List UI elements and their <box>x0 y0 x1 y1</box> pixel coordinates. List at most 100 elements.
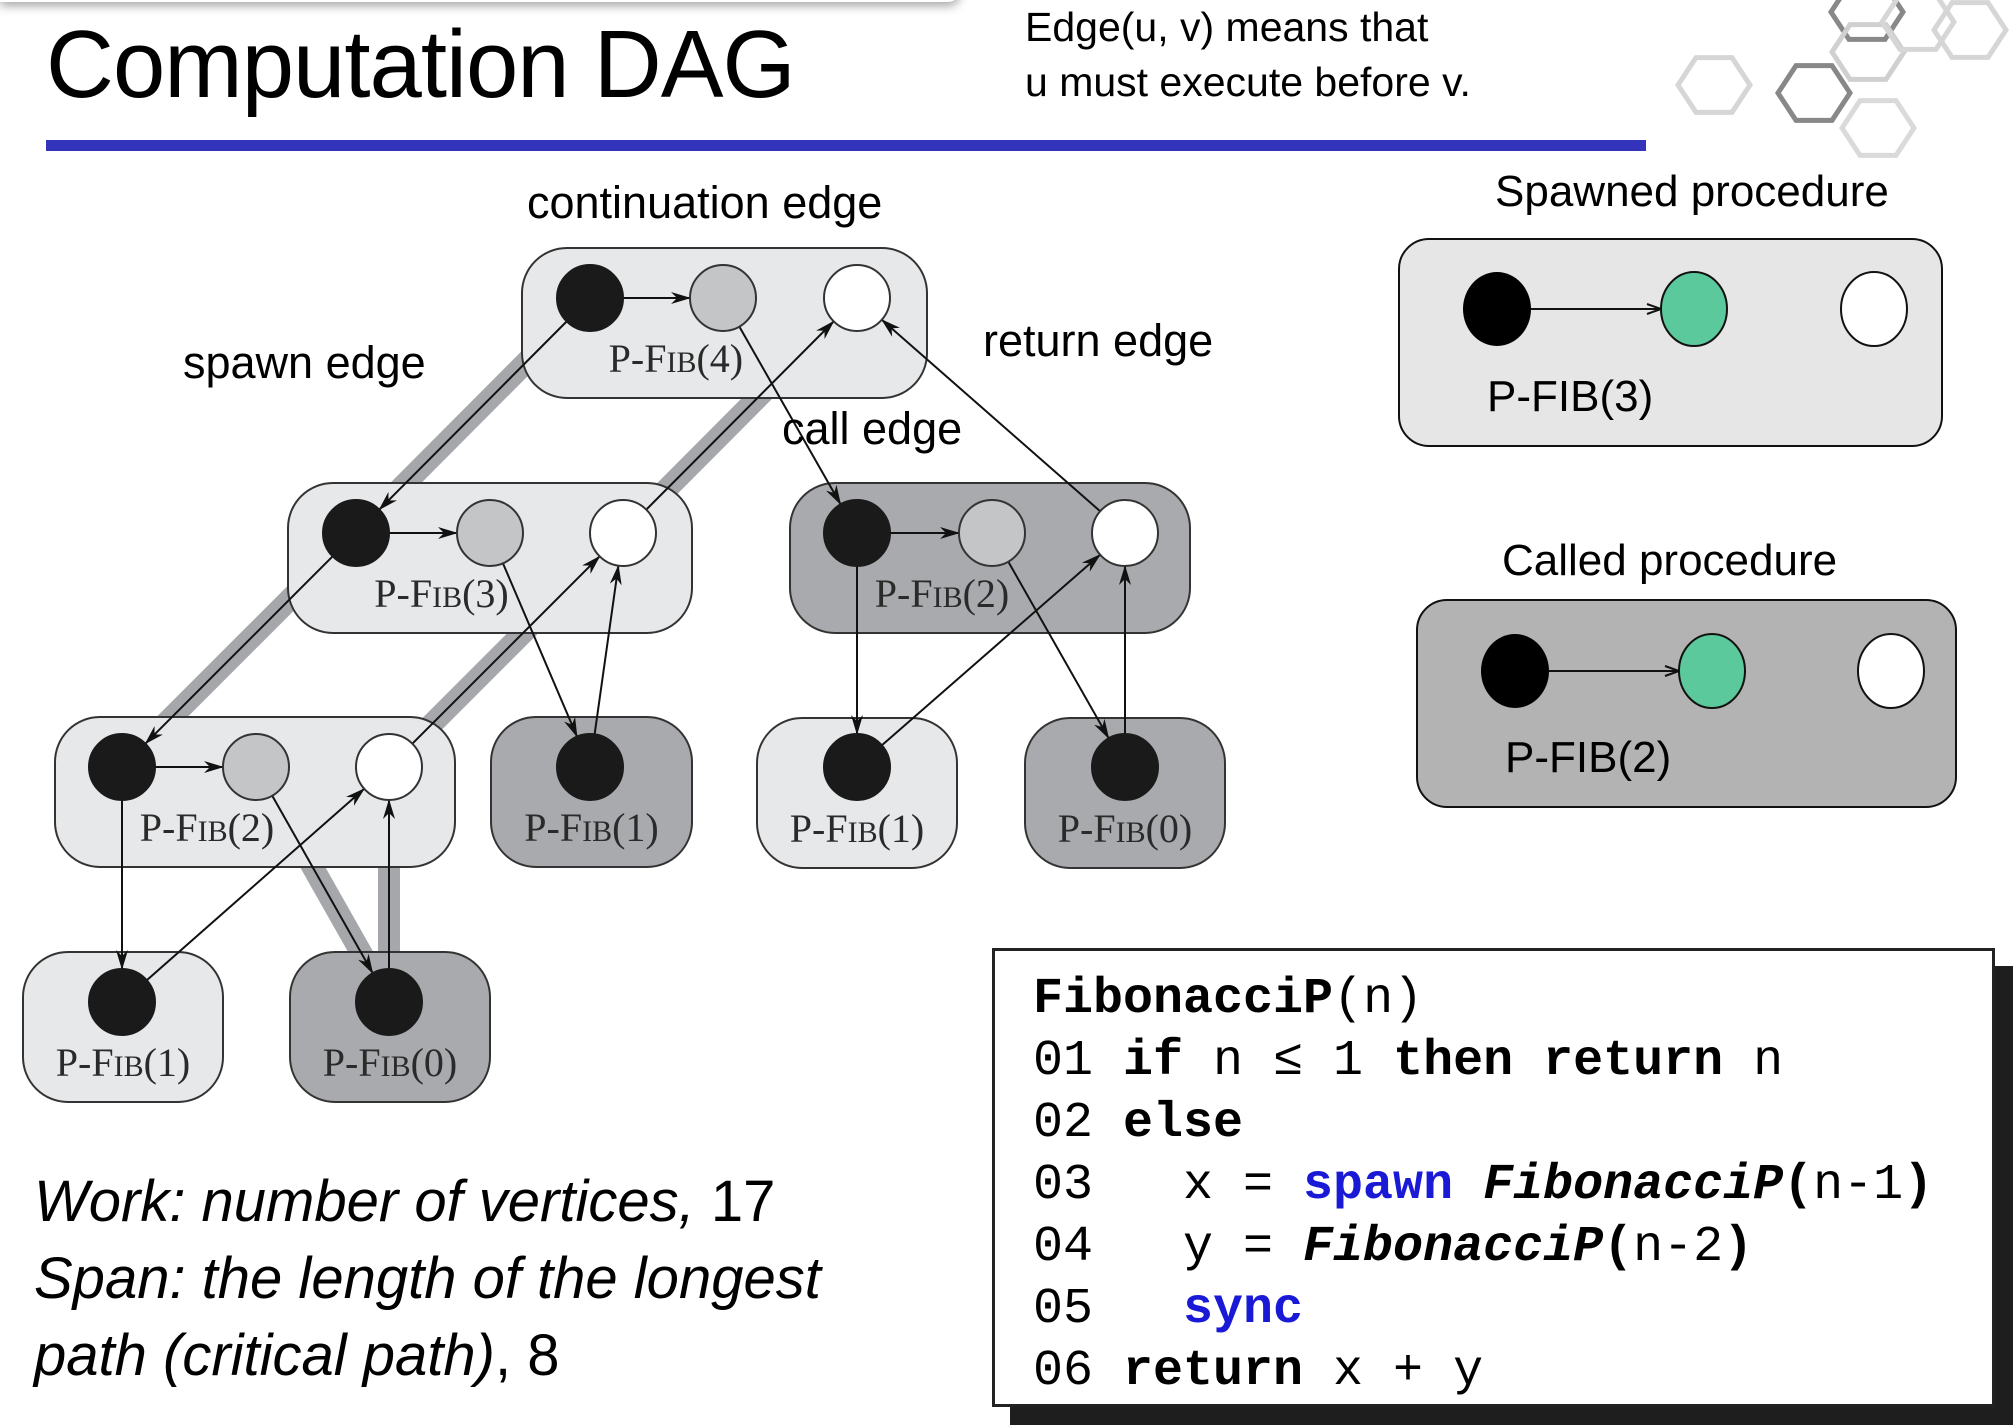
strand-p2r-1 <box>958 499 1026 567</box>
code-kw-blue: spawn <box>1303 1157 1454 1214</box>
procedure-label: P-FIB(2) <box>875 571 1009 616</box>
legend-called-strand-green <box>1678 633 1746 709</box>
hexagon-icon <box>1828 0 1906 42</box>
strand-p1r-0 <box>823 733 891 801</box>
hexagon-icon <box>1931 0 2009 60</box>
strand-p1m-0 <box>556 733 624 801</box>
label-part: (4) <box>696 336 743 381</box>
hexagon-icon <box>1675 55 1753 115</box>
label-part: (1) <box>144 1040 191 1085</box>
code-line: FibonacciP(n) <box>1033 969 1933 1031</box>
critical-path-layer <box>114 290 865 1008</box>
code-text: 02 <box>1033 1095 1124 1152</box>
code-kw: FibonacciP <box>1033 971 1334 1028</box>
edge-definition-note: Edge(u, v) means that u must execute bef… <box>1025 0 1471 110</box>
label-part: IB <box>582 815 612 848</box>
label-part: IB <box>933 581 963 614</box>
legend-spawned-strand-black <box>1463 272 1531 346</box>
code-text: 03 x = <box>1033 1157 1304 1214</box>
return-edge <box>411 555 601 745</box>
strand-p1b-0 <box>88 968 156 1036</box>
code-line: 02 else <box>1033 1093 1933 1155</box>
strand-p3-0 <box>322 499 390 567</box>
label-part: P-F <box>790 806 848 851</box>
top-shadow-decoration <box>0 0 960 2</box>
span-text: path (critical path) <box>34 1323 495 1388</box>
return-edge <box>146 788 365 981</box>
procedure-label: P-FIB(2) <box>140 805 274 850</box>
label-part: (3) <box>462 571 509 616</box>
code-text: 04 y = <box>1033 1219 1304 1276</box>
legend-spawned-strand-green <box>1660 271 1728 347</box>
strand-p4-0 <box>556 264 624 332</box>
work-span-summary: Work: number of vertices, 17 Span: the l… <box>34 1163 821 1394</box>
procedure-label: P-FIB(1) <box>524 805 658 850</box>
code-line: 06 return x + y <box>1033 1341 1933 1403</box>
code-kw: else <box>1123 1095 1244 1152</box>
code-fn-it: FibonacciP <box>1483 1157 1784 1214</box>
strand-p2l-1 <box>222 733 290 801</box>
procedure-label: P-FIB(0) <box>323 1040 457 1085</box>
title-underline <box>46 140 1646 151</box>
span-line-1: Span: the length of the longest <box>34 1246 821 1311</box>
label-part: IB <box>381 1050 411 1083</box>
hexagon-icon <box>1775 63 1853 123</box>
label-part: (0) <box>1146 806 1193 851</box>
call-edge <box>738 326 842 506</box>
procedure-label: P-FIB(0) <box>1058 806 1192 851</box>
return-edge <box>881 319 1101 512</box>
code-text: x + y <box>1303 1343 1484 1400</box>
label-part: IB <box>848 816 878 849</box>
hexagon-icon <box>1829 22 1907 82</box>
code-kw: return <box>1123 1343 1304 1400</box>
label-part: P-F <box>140 805 198 850</box>
code-text: 01 <box>1033 1033 1124 1090</box>
code-bold-paren: ( <box>1783 1157 1814 1214</box>
code-fn-it: FibonacciP <box>1303 1219 1604 1276</box>
code-line: 03 x = spawn FibonacciP(n-1) <box>1033 1155 1933 1217</box>
call-edge <box>271 795 374 975</box>
code-kw: then return <box>1393 1033 1724 1090</box>
strand-p2l-2 <box>355 733 423 801</box>
strand-p4-1 <box>689 264 757 332</box>
spawn-edge <box>144 555 334 745</box>
label-part: P-F <box>1058 806 1116 851</box>
label-part: P-F <box>609 336 667 381</box>
strands: P-FIB(4)P-FIB(3)P-FIB(2)P-FIB(2)P-FIB(1)… <box>56 264 1192 1085</box>
hexagon-icon <box>1879 0 1957 52</box>
span-line-2: path (critical path), 8 <box>34 1317 821 1394</box>
legend-called-strand-black <box>1481 634 1549 708</box>
strand-p2l-0 <box>88 733 156 801</box>
call-edge <box>1007 561 1110 740</box>
procedure-label: P-FIB(4) <box>609 336 743 381</box>
label-part: P-F <box>875 571 933 616</box>
procedure-label: P-FIB(3) <box>374 571 508 616</box>
label-part: P-F <box>374 571 432 616</box>
code-bold-paren: ) <box>1723 1219 1754 1276</box>
strand-p2r-0 <box>823 499 891 567</box>
code-bold-paren: ( <box>1603 1219 1634 1276</box>
code-line: 05 sync <box>1033 1279 1933 1341</box>
code-bold-paren: ) <box>1903 1157 1934 1214</box>
note-line-1: Edge(u, v) means that <box>1025 4 1429 50</box>
code-text: n-2 <box>1633 1219 1724 1276</box>
label-part: (1) <box>612 805 659 850</box>
label-part: P-F <box>524 805 582 850</box>
call-edge-label: call edge <box>782 403 963 454</box>
label-part: IB <box>666 346 696 379</box>
legend-spawned-strand-white <box>1840 271 1908 347</box>
code-text: n <box>1723 1033 1784 1090</box>
edges <box>116 292 1131 981</box>
code-text: n-1 <box>1813 1157 1904 1214</box>
code-kw-blue: sync <box>1183 1281 1304 1338</box>
legend-called-box <box>1416 599 1957 808</box>
code-text: 05 <box>1033 1281 1184 1338</box>
procedure-label: P-FIB(1) <box>790 806 924 851</box>
label-part: P-F <box>56 1040 114 1085</box>
strand-p4-2 <box>823 264 891 332</box>
strand-p0b-0 <box>355 968 423 1036</box>
call-edge <box>502 562 578 738</box>
work-line: Work: number of vertices, 17 <box>34 1163 821 1240</box>
